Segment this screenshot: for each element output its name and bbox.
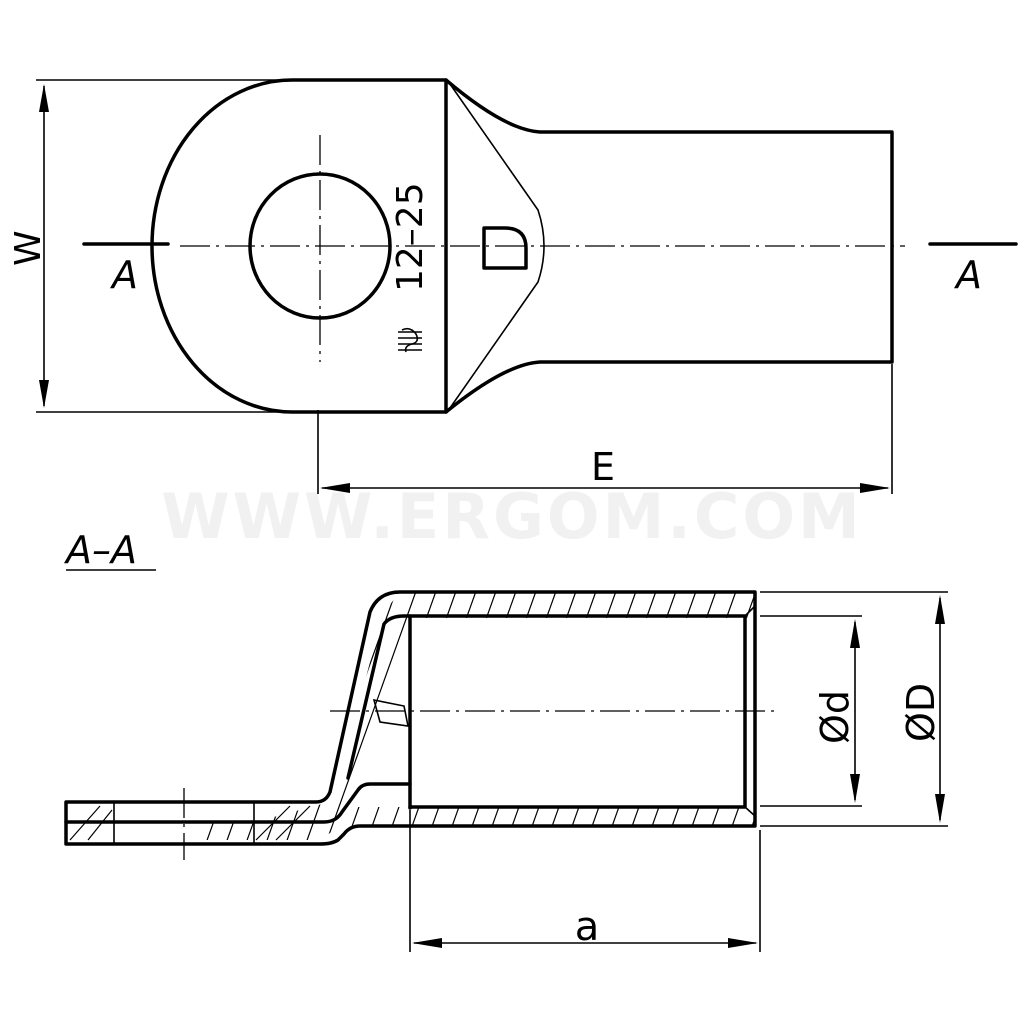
- section-outer-contour: [64, 590, 757, 846]
- dimension-outer-diameter: ØD: [760, 591, 948, 827]
- dimension-barrel-length-label: a: [575, 904, 600, 950]
- section-label-right: A: [953, 253, 982, 297]
- dimension-barrel-length: a: [409, 810, 761, 952]
- section-label-left: A: [109, 253, 138, 297]
- dimension-w: W: [8, 79, 290, 413]
- dimension-e: E: [317, 364, 893, 494]
- section-title: A–A: [63, 528, 137, 572]
- section-view: A–A: [63, 528, 948, 952]
- dimension-e-label: E: [591, 445, 615, 489]
- section-inner-contour: [64, 782, 412, 824]
- dimension-w-label: W: [8, 230, 49, 266]
- inspection-hole: [372, 698, 410, 727]
- lug-outline: [150, 78, 894, 414]
- dimension-inner-diameter: Ød: [760, 615, 862, 807]
- watermark-text: WWW.ERGOM.COM: [161, 480, 863, 553]
- ergom-logo-icon: [398, 327, 422, 353]
- top-view: 12–25 A A W E: [8, 78, 1018, 494]
- dimension-outer-diameter-label: ØD: [899, 683, 943, 742]
- barrel-chamfer-top: [744, 605, 756, 617]
- barrel-chamfer-bottom: [744, 806, 756, 817]
- section-inner-wall: [346, 614, 747, 809]
- marking-letter-d: [482, 226, 528, 270]
- dimension-inner-diameter-label: Ød: [813, 690, 857, 744]
- size-marking: 12–25: [390, 182, 431, 292]
